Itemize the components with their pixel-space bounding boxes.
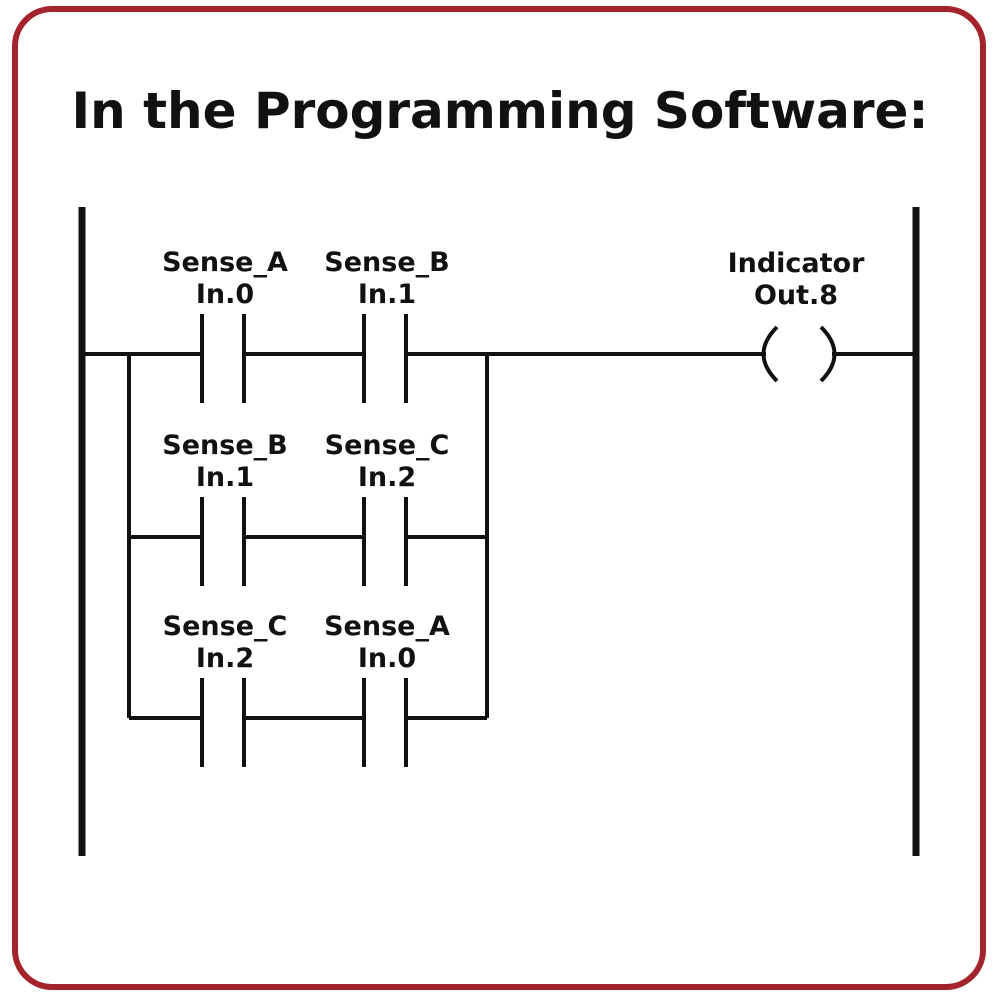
contact-address-label: In.0	[196, 279, 254, 310]
diagram-frame	[12, 6, 986, 990]
contact-tag-label: Sense_B	[324, 247, 449, 278]
contact-address-label: In.1	[196, 462, 254, 493]
contact-address-label: In.2	[196, 643, 254, 674]
contact-address-label: In.2	[358, 462, 416, 493]
no-contact	[362, 497, 408, 586]
contact-tag-label: Sense_C	[163, 611, 288, 642]
contact-address-label: In.0	[358, 643, 416, 674]
page-title: In the Programming Software:	[71, 82, 929, 140]
coil-address-label: Out.8	[754, 280, 838, 311]
no-contact	[200, 678, 246, 767]
contact-tag-label: Sense_B	[162, 430, 287, 461]
no-contact	[200, 497, 246, 586]
contact-tag-label: Sense_C	[325, 430, 450, 461]
coil-tag-label: Indicator	[728, 248, 866, 279]
no-contact	[362, 314, 408, 403]
contact-address-label: In.1	[358, 279, 416, 310]
output-coil	[761, 325, 837, 383]
coil-left-arc	[761, 325, 779, 383]
contact-tag-label: Sense_A	[324, 611, 450, 642]
no-contact	[362, 678, 408, 767]
no-contact	[200, 314, 246, 403]
contact-tag-label: Sense_A	[162, 247, 288, 278]
coil-right-arc	[819, 325, 837, 383]
